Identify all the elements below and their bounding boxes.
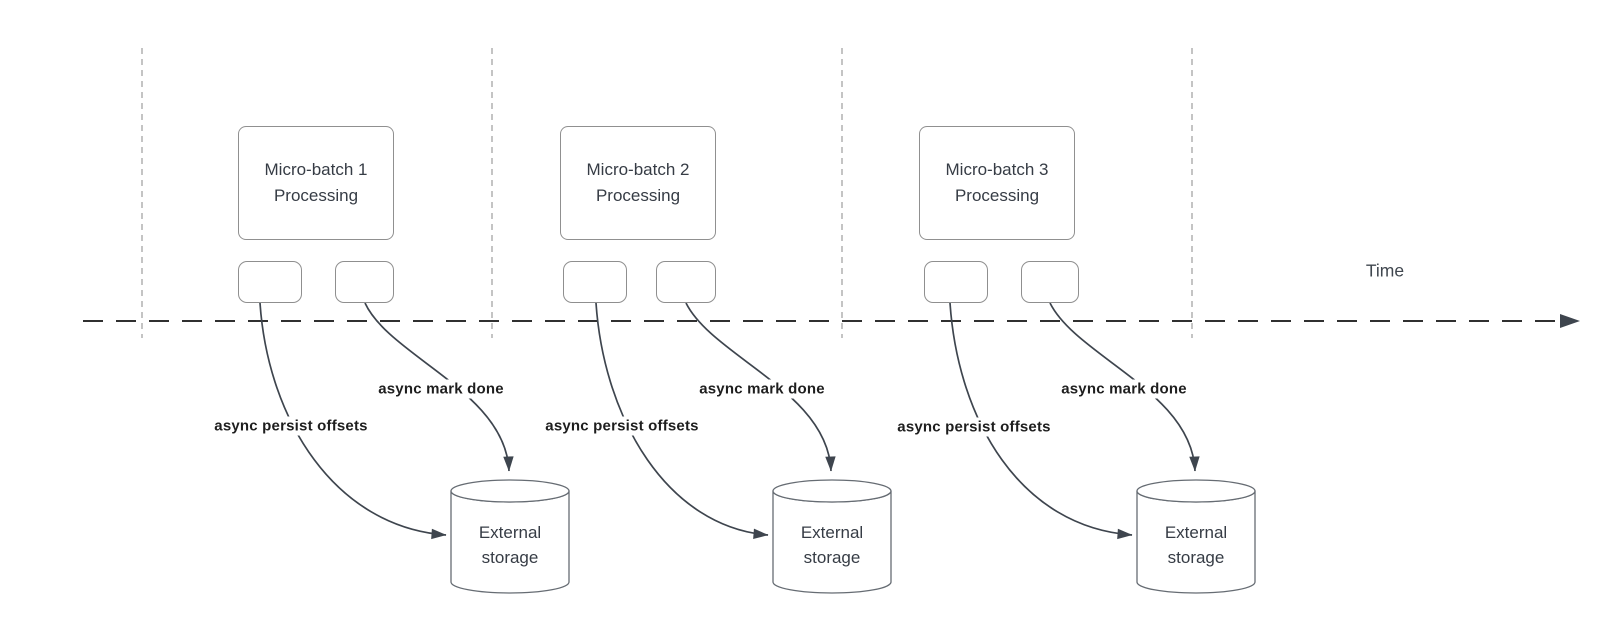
task-box-done-2 <box>656 261 716 303</box>
micro-batch-2-processing-box: Micro-batch 2 Processing <box>560 126 716 240</box>
storage-line1: External <box>1164 523 1228 542</box>
time-axis-label: Time <box>1365 260 1405 281</box>
box-title-line2: Processing <box>595 186 681 205</box>
time-axis-arrowhead-icon <box>1560 314 1580 328</box>
storage-cylinder-3 <box>1136 479 1256 594</box>
task-box-done-3 <box>1021 261 1079 303</box>
micro-batch-3-processing-box: Micro-batch 3 Processing <box>919 126 1075 240</box>
storage-line2: storage <box>481 548 539 567</box>
task-box-persist-2 <box>563 261 627 303</box>
persist-offsets-arrow-1 <box>259 302 447 540</box>
external-storage-label-3: External storage <box>1137 520 1255 570</box>
box-title-line2: Processing <box>954 186 1040 205</box>
persist-offsets-label-3: async persist offsets <box>895 417 1053 437</box>
box-title-line1: Micro-batch 3 <box>945 160 1049 179</box>
mark-done-arrow-2 <box>685 302 836 472</box>
storage-line1: External <box>478 523 542 542</box>
task-box-persist-1 <box>238 261 302 303</box>
persist-offsets-arrow-2 <box>595 302 769 540</box>
box-title-line1: Micro-batch 2 <box>586 160 690 179</box>
box-title-line1: Micro-batch 1 <box>264 160 368 179</box>
storage-cylinder-2 <box>772 479 892 594</box>
storage-line1: External <box>800 523 864 542</box>
storage-line2: storage <box>1167 548 1225 567</box>
storage-line2: storage <box>803 548 861 567</box>
mark-done-label-3: async mark done <box>1059 379 1189 399</box>
task-box-persist-3 <box>924 261 988 303</box>
micro-batch-1-processing-box: Micro-batch 1 Processing <box>238 126 394 240</box>
persist-offsets-label-2: async persist offsets <box>543 416 701 436</box>
cylinder-top <box>450 479 570 503</box>
cylinder-top <box>1136 479 1256 503</box>
storage-cylinder-1 <box>450 479 570 594</box>
persist-offsets-arrow-3 <box>949 302 1133 540</box>
mark-done-arrow-1 <box>364 302 514 472</box>
mark-done-arrow-3 <box>1049 302 1200 472</box>
mark-done-label-1: async mark done <box>376 379 506 399</box>
task-box-done-1 <box>335 261 394 303</box>
external-storage-label-2: External storage <box>773 520 891 570</box>
box-title-line2: Processing <box>273 186 359 205</box>
persist-offsets-label-1: async persist offsets <box>212 416 370 436</box>
external-storage-label-1: External storage <box>451 520 569 570</box>
mark-done-label-2: async mark done <box>697 379 827 399</box>
cylinder-top <box>772 479 892 503</box>
